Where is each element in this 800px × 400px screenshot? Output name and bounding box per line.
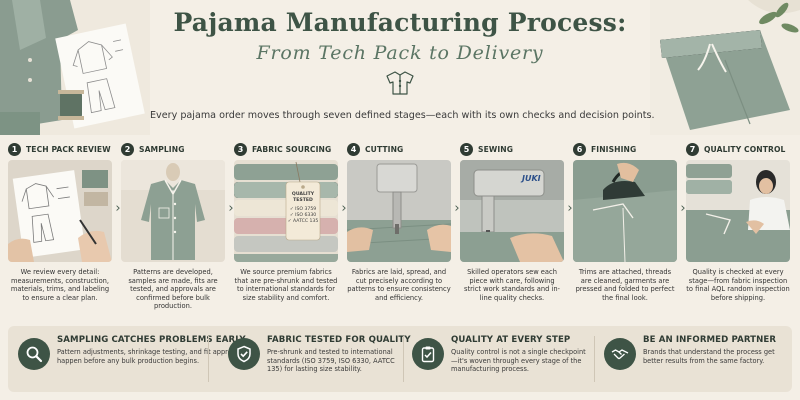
feature-informed-partner: BE AN INFORMED PARTNER Brands that under… — [604, 334, 788, 386]
sewing-machine-photo: JUKI — [460, 160, 564, 262]
stages-strip: 1 TECH PACK REVIEW — [8, 140, 792, 320]
chevron-right-icon: › — [341, 201, 347, 216]
feature-title: SAMPLING CATCHES PROBLEMS EARLY — [57, 335, 246, 345]
stage-label: FINISHING — [591, 144, 637, 154]
fabric-stack-photo: QUALITY TESTED ✓ ISO 3759 ✓ ISO 6330 ✓ A… — [234, 160, 338, 262]
feature-title: FABRIC TESTED FOR QUALITY — [267, 335, 411, 345]
stage-label: SAMPLING — [139, 144, 185, 154]
quality-inspection-photo — [686, 160, 790, 262]
stage-label: FABRIC SOURCING — [252, 144, 332, 154]
handshake-icon — [611, 349, 629, 360]
stage-sampling: 2 SAMPLING Patterns are developed, sa — [121, 140, 225, 320]
stage-label: CUTTING — [365, 144, 404, 154]
pajama-icon — [386, 71, 414, 95]
chevron-right-icon: › — [454, 201, 460, 216]
stage-number: 4 — [347, 142, 360, 156]
stage-sewing: 5 SEWING JUKI Skilled operators sew each… — [460, 140, 564, 320]
feature-description: Brands that understand the process get b… — [643, 348, 775, 365]
sampling-photo — [121, 160, 225, 262]
stage-label: QUALITY CONTROL — [704, 144, 786, 154]
tag-item: ✓ ISO 3759 — [289, 207, 317, 212]
key-points-bar: SAMPLING CATCHES PROBLEMS EARLY Pattern … — [8, 326, 792, 392]
tag-line-2: TESTED — [293, 198, 313, 203]
tech-pack-review-photo — [8, 160, 112, 262]
tag-line-1: QUALITY — [291, 192, 315, 197]
chevron-right-icon: › — [228, 201, 234, 216]
feature-description: Pattern adjustments, shrinkage testing, … — [57, 348, 242, 365]
chevron-right-icon: › — [115, 201, 121, 216]
header: Pajama Manufacturing Process: From Tech … — [150, 6, 650, 96]
intro-text: Every pajama order moves through seven d… — [150, 110, 655, 121]
stage-quality-control: 7 QUALITY CONTROL Quality is checked — [686, 140, 790, 320]
feature-description: Quality control is not a single checkpoi… — [451, 348, 586, 374]
page-subtitle: From Tech Pack to Delivery — [256, 42, 544, 64]
stage-description: Skilled operators sew each piece with ca… — [464, 268, 560, 302]
divider — [403, 336, 404, 382]
chevron-right-icon: › — [567, 201, 573, 216]
tag-item: ✓ ISO 6330 — [289, 213, 317, 218]
stage-description: Patterns are developed, samples are made… — [128, 268, 218, 311]
tag-item: ✓ AATCC 135 — [287, 219, 319, 224]
stage-description: We source premium fabrics that are pre-s… — [234, 268, 338, 302]
divider — [594, 336, 595, 382]
stage-label: TECH PACK REVIEW — [26, 144, 111, 154]
stage-fabric-sourcing: 3 FABRIC SOURCING QU — [234, 140, 338, 320]
stage-description: We review every detail: measurements, co… — [10, 268, 110, 302]
stage-description: Quality is checked at every stage—from f… — [686, 268, 790, 302]
divider — [208, 336, 209, 382]
stage-description: Fabrics are laid, spread, and cut precis… — [347, 268, 451, 302]
page-title: Pajama Manufacturing Process: — [173, 8, 627, 37]
magnifier-icon — [26, 346, 43, 363]
clipboard-check-icon — [421, 346, 435, 363]
stage-cutting: 4 CUTTING Fabrics are laid, spread, and … — [347, 140, 451, 320]
chevron-right-icon: › — [680, 201, 686, 216]
pajama-sketch-photo — [0, 0, 150, 135]
feature-fabric-tested: FABRIC TESTED FOR QUALITY Pre-shrunk and… — [228, 334, 411, 386]
folded-pajama-pants-photo — [650, 0, 800, 135]
stage-finishing: 6 FINISHING Trims are attached, threads … — [573, 140, 677, 320]
stage-tech-pack-review: 1 TECH PACK REVIEW — [8, 140, 112, 320]
stage-description: Trims are attached, threads are cleaned,… — [575, 268, 675, 302]
feature-sampling-early: SAMPLING CATCHES PROBLEMS EARLY Pattern … — [18, 334, 246, 386]
feature-description: Pre-shrunk and tested to international s… — [267, 348, 395, 374]
stage-label: SEWING — [478, 144, 514, 154]
feature-quality-every-step: QUALITY AT EVERY STEP Quality control is… — [412, 334, 590, 386]
feature-title: BE AN INFORMED PARTNER — [643, 335, 777, 345]
stage-number: 3 — [234, 142, 247, 156]
stage-number: 5 — [460, 142, 473, 156]
machine-brand-label: JUKI — [522, 174, 541, 183]
feature-title: QUALITY AT EVERY STEP — [451, 335, 571, 345]
ironing-photo — [573, 160, 677, 262]
stage-number: 1 — [8, 142, 21, 156]
stage-number: 2 — [121, 142, 134, 156]
shield-check-icon — [237, 345, 251, 363]
quality-tag: QUALITY TESTED ✓ ISO 3759 ✓ ISO 6330 ✓ A… — [286, 192, 320, 225]
stage-number: 7 — [686, 142, 699, 156]
stage-number: 6 — [573, 142, 586, 156]
cutting-photo — [347, 160, 451, 262]
